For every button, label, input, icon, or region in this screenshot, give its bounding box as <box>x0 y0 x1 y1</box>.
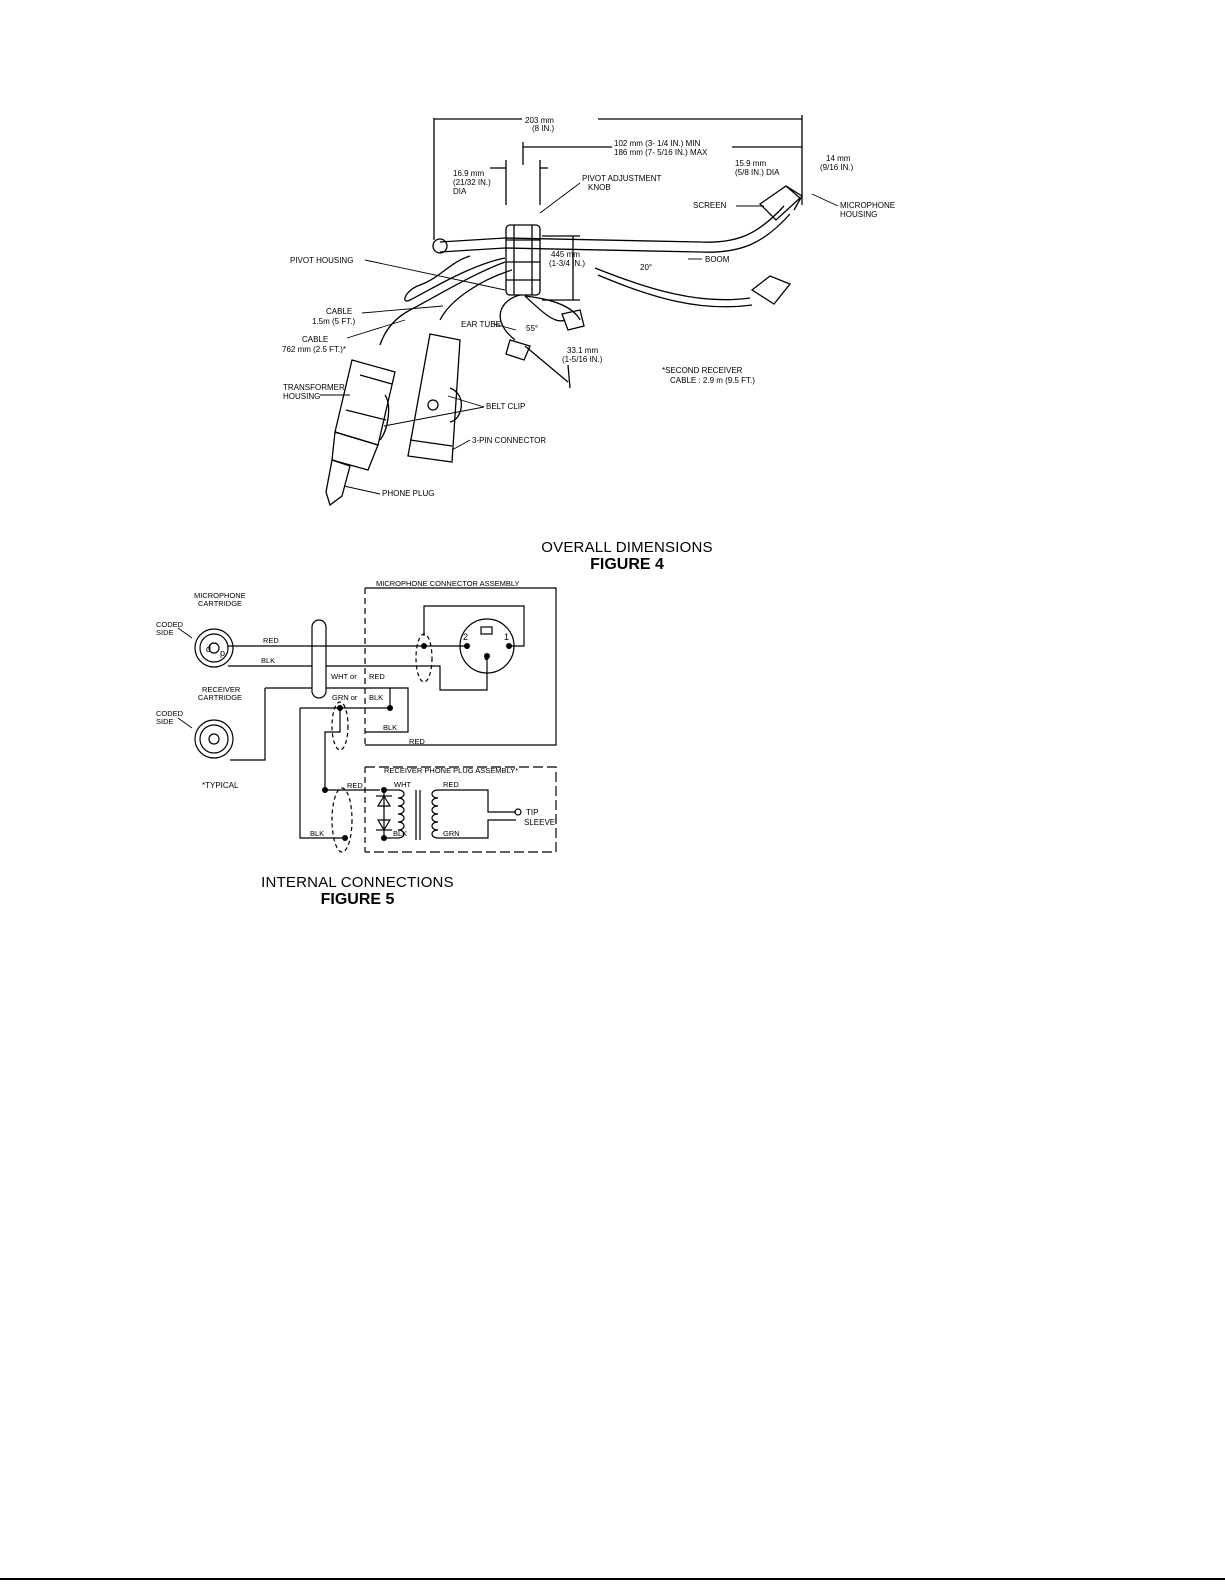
label-mic-cartridge: MICROPHONE <box>194 591 246 600</box>
figure-4-caption: OVERALL DIMENSIONS FIGURE 4 <box>512 539 742 574</box>
wire-label-red-3: RED <box>409 737 425 746</box>
wire-label-blk-2: BLK <box>369 693 383 702</box>
dim-screen-in: (5/8 IN.) DIA <box>735 168 780 177</box>
label-cable-1: CABLE <box>326 307 352 316</box>
label-mic-connector-assembly: MICROPHONE CONNECTOR ASSEMBLY <box>376 579 520 588</box>
dim-pivot-dia-in: (21/32 IN.) <box>453 178 491 187</box>
dim-pivot-dia: DIA <box>453 187 467 196</box>
wire-label-red-4: RED <box>347 781 363 790</box>
label-pivot-knob: PIVOT ADJUSTMENT <box>582 174 662 183</box>
label-mic-cartridge-2: CARTRIDGE <box>198 599 242 608</box>
mic-pin-d: d <box>206 644 211 654</box>
wire-label-grn: GRN <box>443 829 460 838</box>
dim-angle-boom: 20° <box>640 263 652 272</box>
label-rec-cartridge-2: CARTRIDGE <box>198 693 242 702</box>
label-cable-2: CABLE <box>302 335 328 344</box>
page-bottom-rule <box>0 1578 1225 1580</box>
label-transformer-2: HOUSING <box>283 392 320 401</box>
label-pivot-knob-2: KNOB <box>588 183 611 192</box>
label-pivot-housing: PIVOT HOUSING <box>290 256 353 265</box>
label-phone-plug: PHONE PLUG <box>382 489 434 498</box>
label-mic-housing-2: HOUSING <box>840 210 877 219</box>
pin-3-label: 3 <box>484 652 489 662</box>
dim-ear-in: (1-5/16 IN.) <box>562 355 603 364</box>
wire-label-red: RED <box>263 636 279 645</box>
dim-housing-mm: 14 mm <box>826 154 851 163</box>
figure-4-title: OVERALL DIMENSIONS <box>541 539 713 556</box>
wire-label-blk-4: BLK <box>310 829 324 838</box>
label-boom: BOOM <box>705 255 730 264</box>
wire-label-blk-3: BLK <box>383 723 397 732</box>
label-coded-side-2: CODED <box>156 709 184 718</box>
dim-boom-max: 186 mm (7- 5/16 IN.) MAX <box>614 148 708 157</box>
label-note-1: *SECOND RECEIVER <box>662 366 743 375</box>
dim-height-in: (1-3/4 IN.) <box>549 259 585 268</box>
pin-2-label: 2 <box>463 632 468 642</box>
dim-cable-2: 762 mm (2.5 FT.)* <box>282 345 346 354</box>
figure-5-caption: INTERNAL CONNECTIONS FIGURE 5 <box>240 874 475 909</box>
wire-label-wht: WHT <box>394 780 411 789</box>
label-ear-tube: EAR TUBE <box>461 320 501 329</box>
figure-5-number: FIGURE 5 <box>320 891 395 908</box>
label-coded-side-1b: SIDE <box>156 628 174 637</box>
figure-5-title: INTERNAL CONNECTIONS <box>261 874 454 891</box>
wire-label-blk-5: BLK <box>393 829 407 838</box>
label-screen: SCREEN <box>693 201 727 210</box>
label-mic-housing: MICROPHONE <box>840 201 895 210</box>
dim-boom-min: 102 mm (3- 1/4 IN.) MIN <box>614 139 700 148</box>
dim-height-mm: 445 mm <box>551 250 580 259</box>
dim-angle-ear: 55° <box>526 324 538 333</box>
dim-overall-mm: 203 mm <box>525 116 554 125</box>
label-sleeve: SLEEVE <box>524 818 555 827</box>
dim-housing-in: (9/16 IN.) <box>820 163 854 172</box>
wire-label-blk: BLK <box>261 656 275 665</box>
pin-1-label: 1 <box>504 632 509 642</box>
label-belt-clip: BELT CLIP <box>486 402 525 411</box>
dim-ear-mm: 33.1 mm <box>567 346 598 355</box>
label-note-2: CABLE : 2.9 m (9.5 FT.) <box>670 376 755 385</box>
label-3-pin-connector: 3-PIN CONNECTOR <box>472 436 546 445</box>
label-coded-side-1: CODED <box>156 620 184 629</box>
label-tip: TIP <box>526 808 538 817</box>
label-receiver-phone-plug-assembly: RECEIVER PHONE PLUG ASSEMBLY* <box>384 766 518 775</box>
label-transformer: TRANSFORMER <box>283 383 345 392</box>
dim-pivot-dia-mm: 16.9 mm <box>453 169 484 178</box>
label-typical: *TYPICAL <box>202 781 239 790</box>
wire-label-red-5: RED <box>443 780 459 789</box>
label-coded-side-2b: SIDE <box>156 717 174 726</box>
dim-screen-mm: 15.9 mm <box>735 159 766 168</box>
label-rec-cartridge: RECEIVER <box>202 685 241 694</box>
mic-pin-p: p <box>220 648 225 658</box>
figure-4-number: FIGURE 4 <box>590 556 664 573</box>
wire-label-red-2: RED <box>369 672 385 681</box>
dim-overall-in: (8 IN.) <box>532 124 555 133</box>
wire-label-wht-or: WHT or <box>331 672 357 681</box>
wire-label-grn-or: GRN or <box>332 693 358 702</box>
dim-cable-1: 1.5m (5 FT.) <box>312 317 355 326</box>
